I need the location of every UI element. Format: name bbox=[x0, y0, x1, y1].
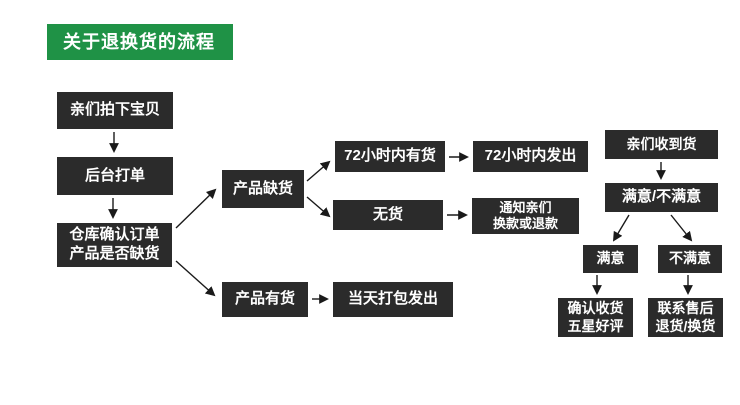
page-title: 关于退换货的流程 bbox=[47, 24, 233, 60]
node-warehouse-check: 仓库确认订单 产品是否缺货 bbox=[57, 223, 172, 267]
node-contact-after-sales: 联系售后 退货/换货 bbox=[648, 298, 723, 337]
arrow-warehouse-to-lacking bbox=[175, 188, 217, 229]
node-backend-print: 后台打单 bbox=[57, 157, 173, 195]
node-no-stock: 无货 bbox=[333, 200, 443, 230]
node-notify-customer: 通知亲们 换款或退款 bbox=[472, 198, 579, 234]
node-unsatisfied: 不满意 bbox=[658, 245, 722, 273]
node-received-goods: 亲们收到货 bbox=[605, 130, 718, 159]
arrow-satunsat-to-unsat bbox=[670, 214, 693, 242]
node-satisfied-or-not: 满意/不满意 bbox=[605, 183, 718, 212]
arrow-lacking-to-nostock bbox=[306, 196, 331, 218]
node-pack-ship-today: 当天打包发出 bbox=[333, 282, 453, 317]
node-confirm-receipt-review: 确认收货 五星好评 bbox=[558, 298, 633, 337]
node-satisfied: 满意 bbox=[583, 245, 638, 273]
node-order-placed: 亲们拍下宝贝 bbox=[57, 92, 173, 129]
arrow-satunsat-to-sat bbox=[612, 214, 630, 242]
node-product-lacking: 产品缺货 bbox=[222, 170, 304, 208]
arrow-lacking-to-stock72 bbox=[306, 160, 331, 182]
node-stock-within-72h: 72小时内有货 bbox=[335, 141, 445, 172]
arrow-warehouse-to-available bbox=[175, 260, 216, 297]
node-product-available: 产品有货 bbox=[222, 282, 308, 317]
node-ship-within-72h: 72小时内发出 bbox=[473, 141, 588, 172]
